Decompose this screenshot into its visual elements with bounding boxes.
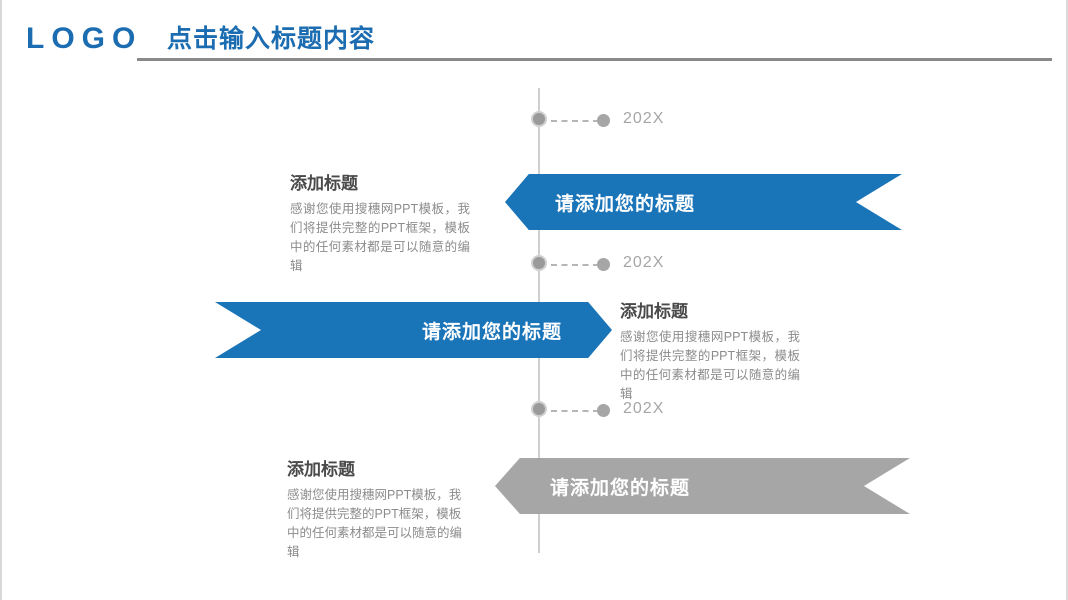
ribbon-label-2: 请添加您的标题 — [421, 321, 562, 343]
ribbon-banner-2[interactable]: 请添加您的标题 — [215, 302, 612, 358]
timeline-dashed-connector — [551, 410, 599, 412]
logo: LOGO — [26, 22, 143, 55]
ribbon-label-3: 请添加您的标题 — [550, 477, 691, 499]
content-block-2: 添加标题 感谢您使用搜穗网PPT模板，我们将提供完整的PPT框架，模板中的任何素… — [620, 300, 800, 404]
content-block-3: 添加标题 感谢您使用搜穗网PPT模板，我们将提供完整的PPT框架，模板中的任何素… — [287, 458, 472, 562]
timeline-year-label: 202X — [623, 110, 665, 127]
timeline-year-label: 202X — [623, 400, 665, 417]
timeline-ring-icon — [531, 255, 547, 271]
timeline-dot-icon — [597, 114, 610, 127]
content-title-3: 添加标题 — [287, 460, 355, 479]
timeline-ring-icon — [531, 111, 547, 127]
content-title-2: 添加标题 — [620, 302, 688, 321]
ribbon-notch-shape — [215, 302, 261, 358]
content-body-3: 感谢您使用搜穗网PPT模板，我们将提供完整的PPT框架，模板中的任何素材都是可以… — [287, 488, 463, 559]
timeline-dot-icon — [597, 258, 610, 271]
ribbon-banner-3[interactable]: 请添加您的标题 — [495, 458, 910, 514]
timeline-dashed-connector — [551, 264, 599, 266]
content-block-1: 添加标题 感谢您使用搜穗网PPT模板，我们将提供完整的PPT框架，模板中的任何素… — [290, 172, 470, 276]
page-title: 点击输入标题内容 — [167, 25, 376, 53]
ribbon-banner-1[interactable]: 请添加您的标题 — [505, 174, 902, 230]
content-body-2: 感谢您使用搜穗网PPT模板，我们将提供完整的PPT框架，模板中的任何素材都是可以… — [620, 330, 800, 401]
header-divider — [137, 58, 1052, 61]
ribbon-notch-shape — [856, 174, 902, 230]
ribbon-label-1: 请添加您的标题 — [555, 193, 696, 215]
content-title-1: 添加标题 — [290, 174, 358, 193]
timeline-dot-icon — [597, 404, 610, 417]
timeline-year-label: 202X — [623, 254, 665, 271]
timeline-dashed-connector — [551, 120, 599, 122]
timeline-ring-icon — [531, 401, 547, 417]
slide-header: LOGO 点击输入标题内容 — [2, 0, 1066, 66]
content-body-1: 感谢您使用搜穗网PPT模板，我们将提供完整的PPT框架，模板中的任何素材都是可以… — [290, 202, 470, 273]
ribbon-notch-shape — [864, 458, 910, 514]
